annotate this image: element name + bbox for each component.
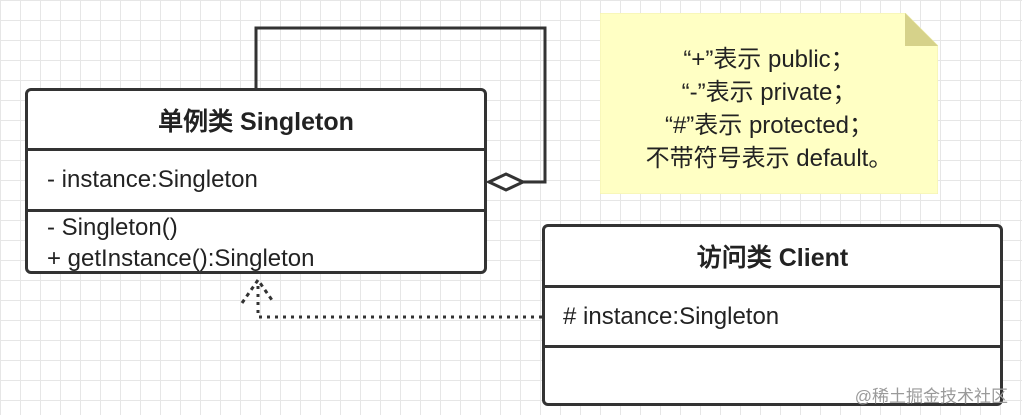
class-name: 单例类 Singleton: [158, 107, 354, 136]
note-line: “#”表示 protected；: [664, 112, 874, 139]
note-text: “+”表示 public； “-”表示 private； “#”表示 prote…: [600, 43, 938, 175]
operations-section: - Singleton() + getInstance():Singleton: [28, 209, 484, 272]
watermark: @稀土掘金技术社区: [854, 387, 1008, 406]
note-shape: [600, 13, 938, 194]
dependency-arrowhead: [240, 277, 276, 304]
operations-section: [545, 345, 1000, 403]
attributes-section: - instance:Singleton: [28, 148, 484, 209]
attributes-section: # instance:Singleton: [545, 285, 1000, 345]
legend-note: “+”表示 public； “-”表示 private； “#”表示 prote…: [600, 13, 938, 194]
class-name: 访问类 Client: [696, 244, 849, 272]
attribute-row: # instance:Singleton: [563, 303, 780, 330]
self-aggregation-line: [254, 26, 547, 184]
attribute-row: - instance:Singleton: [47, 166, 258, 193]
note-line: 不带符号表示 default。: [645, 145, 893, 172]
aggregation-diamond: [485, 172, 527, 192]
client-class-box[interactable]: 访问类 Client # instance:Singleton: [542, 224, 1003, 406]
note-line: “-”表示 private；: [681, 79, 857, 106]
note-folded-corner: [905, 13, 938, 46]
dependency-line: [256, 282, 542, 319]
note-line: “+”表示 public；: [683, 46, 855, 73]
singleton-class-box[interactable]: 单例类 Singleton - instance:Singleton - Sin…: [25, 88, 487, 274]
operation-row: + getInstance():Singleton: [47, 245, 315, 272]
operation-row: - Singleton(): [47, 214, 178, 241]
